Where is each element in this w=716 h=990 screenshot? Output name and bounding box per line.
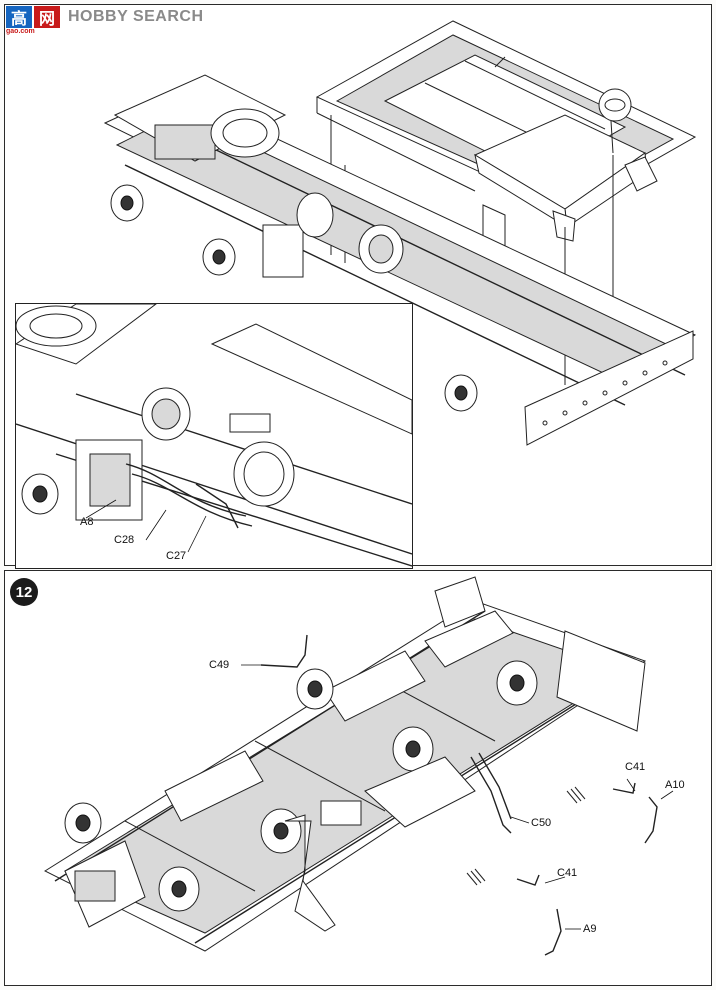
callout-a9: A9: [583, 923, 597, 935]
logo-char-1: 高: [6, 6, 32, 28]
callout-c50: C50: [531, 817, 552, 829]
callout-a10: A10: [665, 779, 685, 791]
part-a9: [544, 908, 562, 956]
part-c41-upper: [612, 782, 636, 794]
step-number-badge: 12: [10, 578, 38, 606]
chassis-body-drawing: [103, 20, 697, 446]
watermark-logo: 高 网 gao.com: [6, 6, 64, 36]
watermark: 高 网 gao.com HOBBY SEARCH: [6, 6, 204, 40]
watermark-site: gao.com: [6, 28, 35, 35]
step-12-chassis-drawing: [43, 576, 674, 956]
cargo-bed: [315, 20, 697, 264]
callout-c41-upper: C41: [625, 761, 646, 773]
part-c49: [260, 634, 308, 668]
step-12-panel: C49 C50 C41 A10 C41 A9: [4, 570, 712, 986]
lower-chassis-frame: [43, 576, 647, 952]
watermark-brand: HOBBY SEARCH: [68, 8, 204, 25]
detail-inset: A8 C28 C27: [15, 303, 413, 569]
step-11-panel: A8 C28 C27: [4, 4, 712, 569]
part-a10: [644, 796, 658, 844]
callout-c41-lower: C41: [557, 867, 578, 879]
hatch-markers: [466, 786, 586, 886]
chassis-frame: [103, 74, 697, 446]
callout-a8: A8: [80, 516, 94, 528]
logo-char-2: 网: [34, 6, 60, 28]
detail-inset-drawing: [16, 304, 412, 567]
part-c41-lower: [516, 874, 540, 886]
callout-c49: C49: [209, 659, 230, 671]
callout-c27: C27: [166, 550, 187, 562]
rear-mudflap-bracket: [284, 814, 336, 932]
callout-c28: C28: [114, 534, 135, 546]
part-c50: [470, 756, 512, 834]
